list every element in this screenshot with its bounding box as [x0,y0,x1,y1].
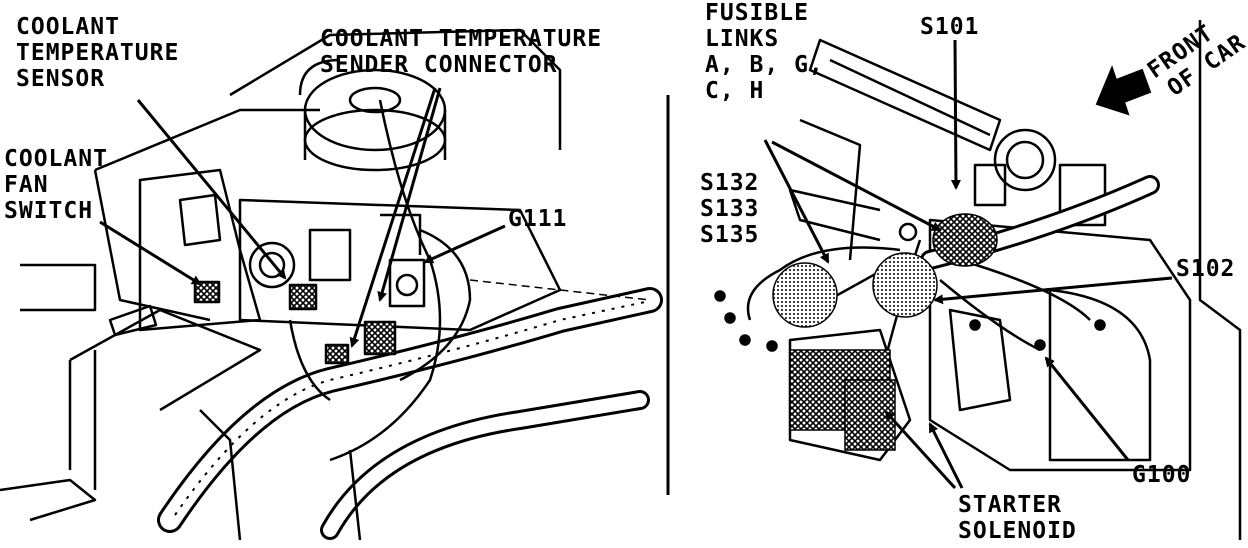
starter-solenoid-label: STARTER SOLENOID [958,492,1077,544]
fusible-links-label: FUSIBLE LINKS A, B, G, C, H [705,0,824,104]
front-of-car-arrow [1095,65,1152,116]
coolant-temperature-sender-connector-label: COOLANT TEMPERATURE SENDER CONNECTOR [320,26,602,78]
label-line: G111 [508,206,568,232]
label-line: S132 [700,170,760,196]
label-line: S133 [700,196,760,222]
label-line: STARTER [958,492,1062,518]
label-line: LINKS [705,26,780,52]
s101-label: S101 [920,14,979,40]
left-engine-sketch [0,28,663,541]
label-line: COOLANT TEMPERATURE [320,26,603,52]
g111-label: G111 [508,206,567,232]
label-line: G100 [1132,462,1192,488]
label-line: SWITCH [4,198,94,224]
g100-label: G100 [1132,462,1191,488]
label-line: TEMPERATURE [16,40,180,66]
s102-label: S102 [1176,256,1235,282]
left-leader-arrows [99,87,506,348]
label-line: FUSIBLE [705,0,809,26]
label-line: S102 [1176,256,1236,282]
label-line: SENDER CONNECTOR [320,52,558,78]
label-line: C, H [705,78,765,104]
label-line: A, B, G, [705,52,824,78]
dashed-line [469,279,651,301]
coolant-fan-switch-label: COOLANT FAN SWITCH [4,146,108,224]
label-line: SOLENOID [958,518,1077,544]
label-line: S101 [920,14,980,40]
coolant-temperature-sensor-label: COOLANT TEMPERATURE SENSOR [16,14,179,92]
label-line: S135 [700,222,760,248]
label-line: FAN [4,172,49,198]
s132-s133-s135-label: S132 S133 S135 [700,170,759,248]
label-line: COOLANT [16,14,120,40]
label-line: SENSOR [16,66,106,92]
label-line: COOLANT [4,146,108,172]
right-leader-arrows [763,39,1173,490]
right-shading [714,213,1106,451]
